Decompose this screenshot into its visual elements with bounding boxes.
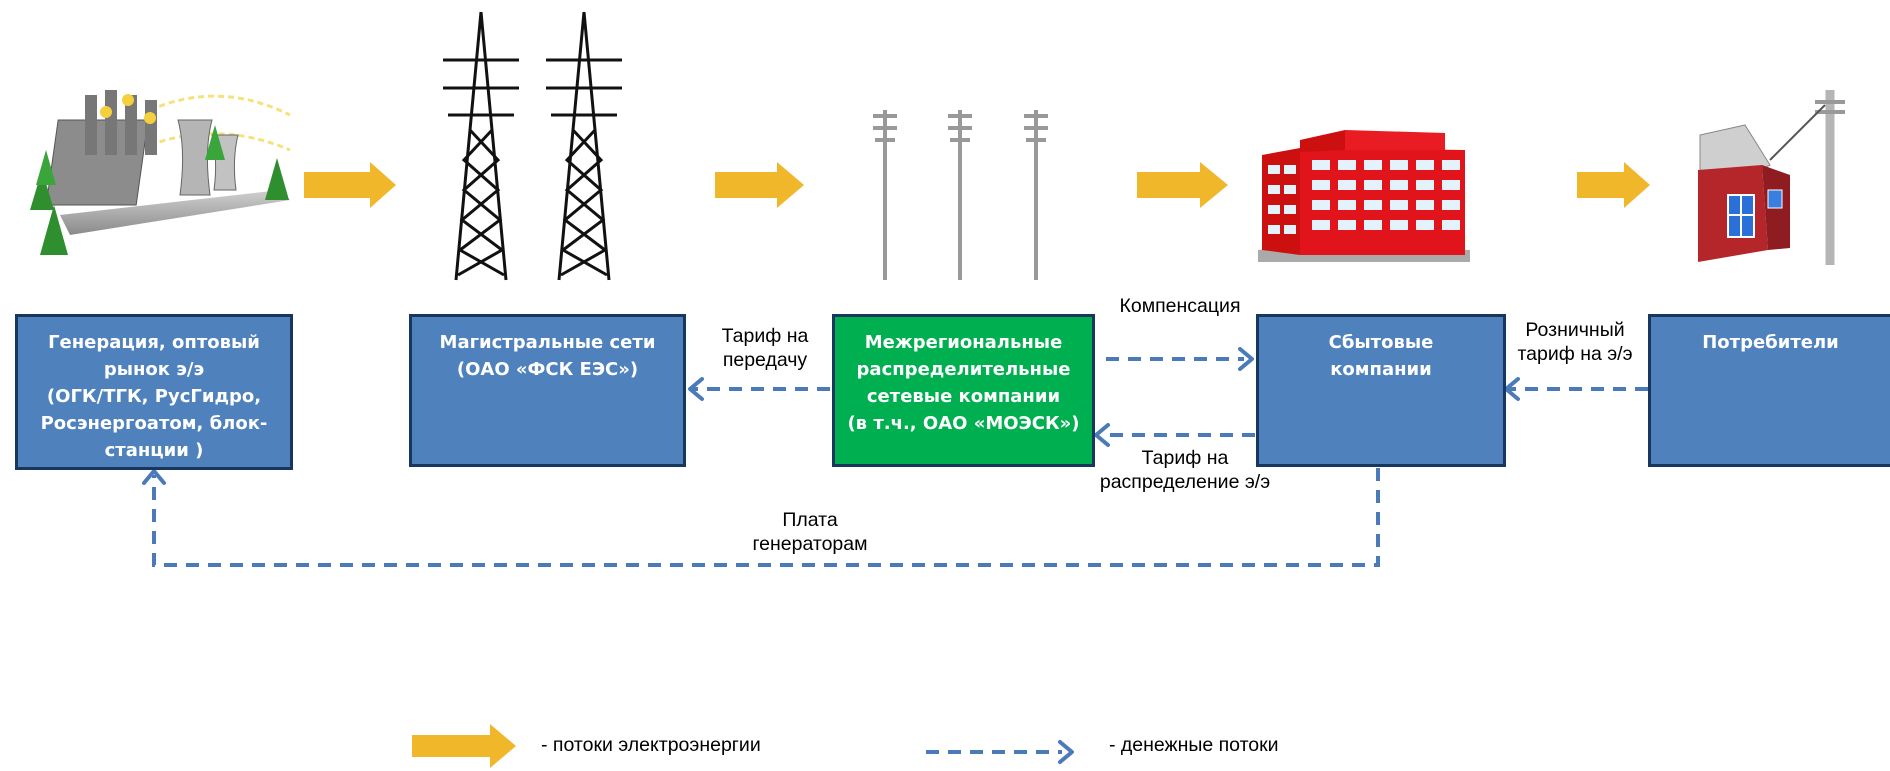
label-retail-tariff-line-2: тариф на э/э xyxy=(1517,343,1633,365)
energy-arrow-1 xyxy=(304,162,396,208)
consumers-line-1: Потребители xyxy=(1702,332,1839,353)
generation-box: Генерация, оптовый рынок э/э (ОГК/ТГК, Р… xyxy=(15,314,293,470)
label-distribution-tariff: Тариф на распределение э/э xyxy=(1070,446,1300,494)
energy-arrow-4 xyxy=(1577,162,1650,208)
arrowhead-compensation xyxy=(1238,347,1254,371)
arrowhead-distribution-tariff xyxy=(1094,423,1110,447)
arrowhead-retail-tariff xyxy=(1504,377,1520,401)
legend-arrowhead-money xyxy=(1058,740,1074,764)
arrowhead-transfer-tariff xyxy=(688,377,704,401)
generation-line-1: Генерация, оптовый xyxy=(48,332,260,353)
label-compensation: Компенсация xyxy=(1100,294,1260,318)
legend-energy-label: - потоки электроэнергии xyxy=(541,734,761,756)
distribution-poles-icon xyxy=(873,110,1048,280)
energy-arrow-2 xyxy=(715,162,804,208)
label-distribution-tariff-line-1: Тариф на xyxy=(1141,447,1229,469)
generation-line-3: (ОГК/ТГК, РусГидро, xyxy=(46,386,262,407)
label-payment-generators: Плата генераторам xyxy=(710,508,910,556)
power-plant-icon xyxy=(30,90,291,255)
interregional-line-1: Межрегиональные xyxy=(864,332,1063,353)
house-icon xyxy=(1698,90,1845,265)
interregional-distribution-box: Межрегиональные распределительные сетевы… xyxy=(832,314,1095,467)
arrowhead-payment-generators xyxy=(142,469,166,485)
energy-flow-arrows xyxy=(304,162,1650,208)
label-payment-generators-line-2: генераторам xyxy=(752,533,868,555)
legend-energy-arrow xyxy=(412,724,516,768)
sales-line-2: компании xyxy=(1330,359,1432,380)
sales-companies-box: Сбытовые компании xyxy=(1256,314,1506,467)
money-arrow-payment-generators xyxy=(152,468,1380,567)
transmission-tower-icon xyxy=(443,11,622,281)
label-transfer-tariff-line-2: передачу xyxy=(722,349,808,371)
label-distribution-tariff-line-2: распределение э/э xyxy=(1099,471,1271,493)
trunk-line-1: Магистральные сети xyxy=(439,332,656,353)
interregional-line-3: сетевые компании xyxy=(866,386,1061,407)
legend-money-label: - денежные потоки xyxy=(1109,734,1279,756)
interregional-line-2: распределительные xyxy=(856,359,1071,380)
generation-line-2: рынок э/э xyxy=(103,359,205,380)
energy-arrow-3 xyxy=(1137,162,1228,208)
trunk-line-2: (ОАО «ФСК ЕЭС») xyxy=(456,359,639,380)
money-flow-arrows xyxy=(152,357,1648,754)
generation-line-4: Росэнергоатом, блок- xyxy=(40,413,268,434)
label-retail-tariff: Розничный тариф на э/э xyxy=(1500,318,1650,366)
label-transfer-tariff: Тариф на передачу xyxy=(690,324,840,372)
label-retail-tariff-line-1: Розничный xyxy=(1525,319,1625,341)
label-compensation-line-1: Компенсация xyxy=(1119,295,1241,317)
consumers-box: Потребители xyxy=(1648,314,1890,467)
label-payment-generators-line-1: Плата xyxy=(782,509,838,531)
generation-line-5: станции ) xyxy=(104,440,204,461)
office-building-icon xyxy=(1258,130,1470,262)
interregional-line-4: (в т.ч., ОАО «МОЭСК») xyxy=(847,413,1080,434)
label-transfer-tariff-line-1: Тариф на xyxy=(721,325,809,347)
trunk-networks-box: Магистральные сети (ОАО «ФСК ЕЭС») xyxy=(409,314,686,467)
sales-line-1: Сбытовые xyxy=(1328,332,1434,353)
